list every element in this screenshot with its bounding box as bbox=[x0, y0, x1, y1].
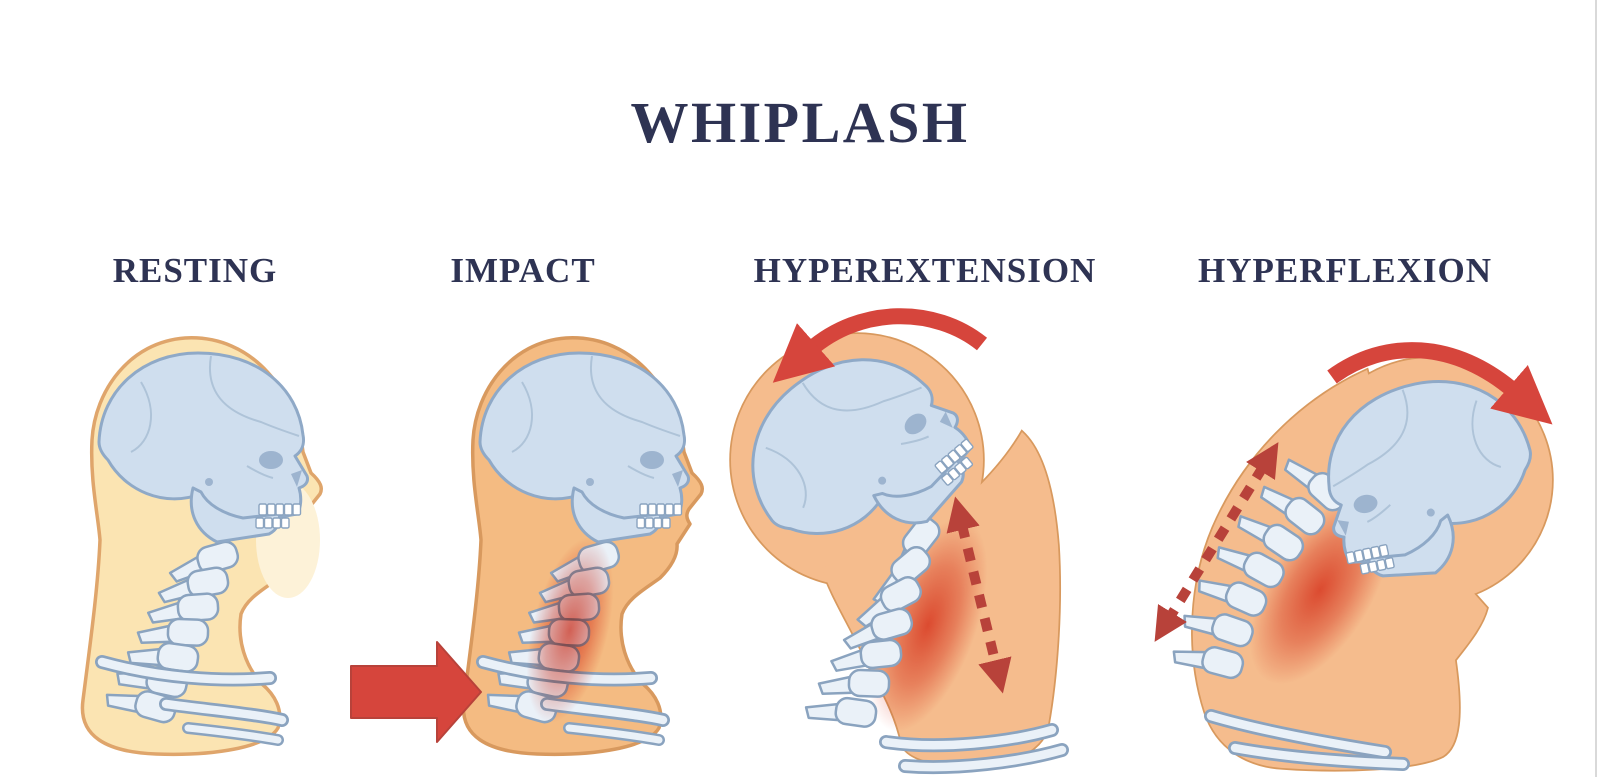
resting-figure-illustration bbox=[40, 300, 350, 777]
panel-label-hyperextension: HYPEREXTENSION bbox=[753, 251, 1097, 290]
upright-figure bbox=[82, 338, 321, 754]
panel-label-hyperflexion: HYPERFLEXION bbox=[1198, 251, 1492, 290]
page-title: WHIPLASH bbox=[630, 90, 970, 155]
inflammation-highlight bbox=[526, 537, 614, 723]
panel-hyperextension: HYPEREXTENSION bbox=[700, 240, 1105, 777]
neck-strain-dashed-arrow-icon bbox=[946, 496, 1012, 694]
hyperflexion-figure-illustration bbox=[1154, 342, 1554, 772]
panel-resting: RESTING bbox=[40, 240, 350, 777]
backward-rotation-arrow-icon bbox=[772, 308, 988, 383]
panel-impact: IMPACT bbox=[345, 240, 745, 777]
panel-label-impact: IMPACT bbox=[450, 251, 596, 290]
panel-label-resting: RESTING bbox=[112, 251, 278, 290]
forward-rotation-arrow-icon bbox=[1327, 342, 1553, 425]
shoulder-bones bbox=[879, 723, 1069, 775]
hyperextension-figure-illustration bbox=[713, 308, 1069, 775]
impact-figure-illustration bbox=[350, 300, 745, 777]
right-edge-line bbox=[1595, 0, 1597, 777]
impact-force-arrow-icon bbox=[350, 641, 482, 743]
neck-strain-dashed-arrow-icon bbox=[1154, 442, 1279, 642]
shoulder-bones bbox=[1204, 709, 1410, 771]
panel-hyperflexion: HYPERFLEXION bbox=[1115, 240, 1585, 777]
